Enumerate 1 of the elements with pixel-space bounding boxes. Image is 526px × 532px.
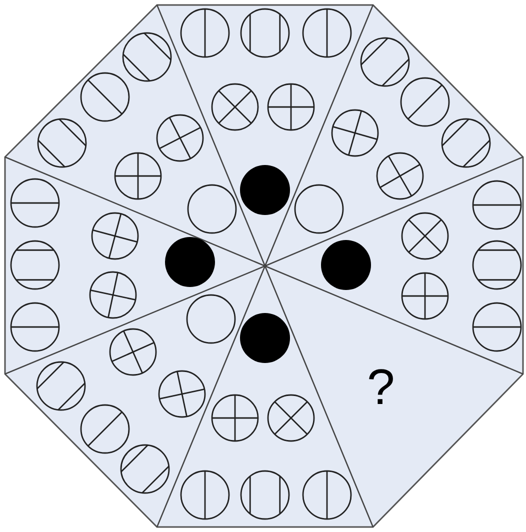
question-mark: ? [367, 362, 395, 412]
